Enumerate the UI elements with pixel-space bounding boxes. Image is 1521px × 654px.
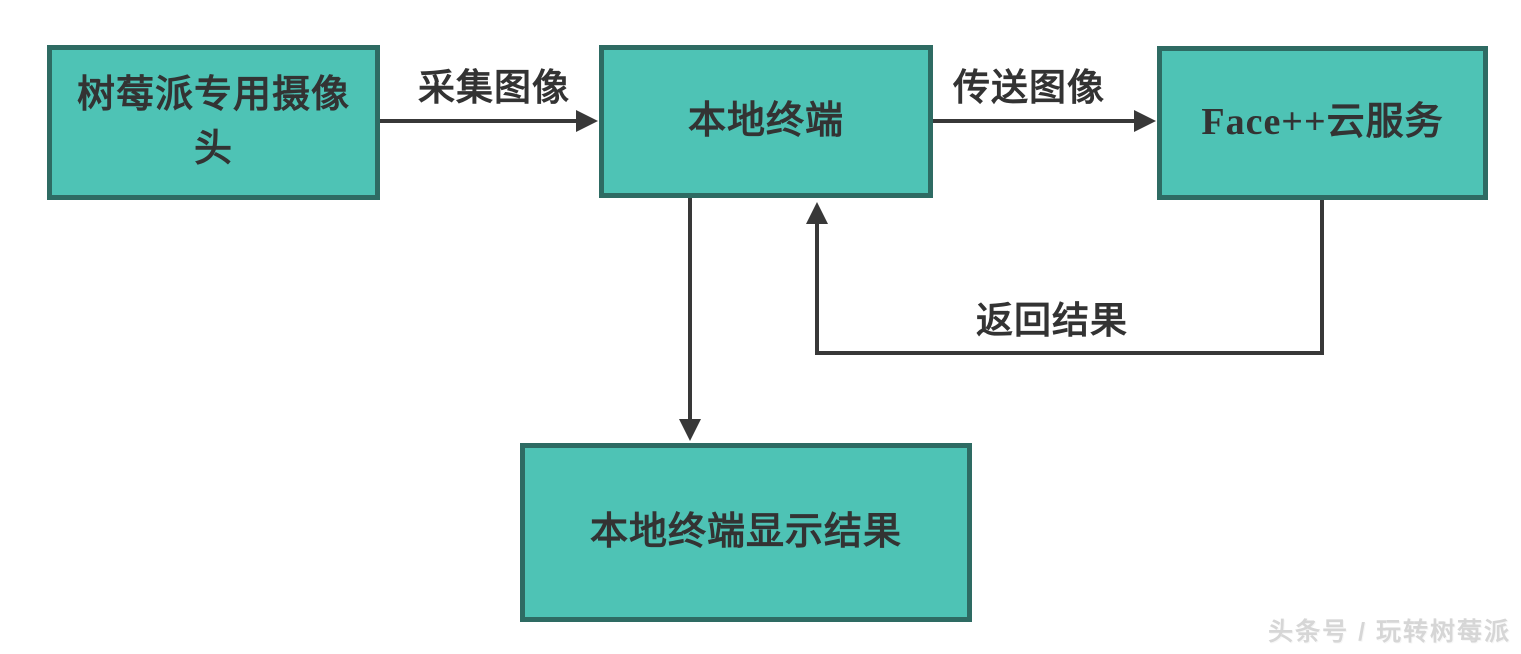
edge-label-return: 返回结果 — [976, 301, 1128, 342]
node-face-cloud: Face++云服务 — [1157, 46, 1488, 200]
edge-capture-arrowhead — [576, 110, 598, 132]
node-camera-label: 树莓派专用摄像头 — [76, 74, 350, 170]
edge-return-arrowhead — [806, 202, 828, 224]
edge-label-capture: 采集图像 — [418, 68, 570, 109]
node-display-result: 本地终端显示结果 — [520, 443, 972, 622]
node-local-terminal: 本地终端 — [599, 45, 933, 198]
watermark-text: 头条号 / 玩转树莓派 — [1268, 618, 1511, 646]
node-local-terminal-label: 本地终端 — [687, 99, 844, 142]
node-camera: 树莓派专用摄像头 — [47, 45, 380, 200]
edge-label-transmit: 传送图像 — [953, 68, 1105, 109]
edge-transmit-arrowhead — [1134, 110, 1156, 132]
node-display-result-label: 本地终端显示结果 — [589, 510, 902, 553]
node-face-cloud-label: Face++云服务 — [1201, 101, 1444, 144]
edge-show-result-arrowhead — [679, 419, 701, 441]
